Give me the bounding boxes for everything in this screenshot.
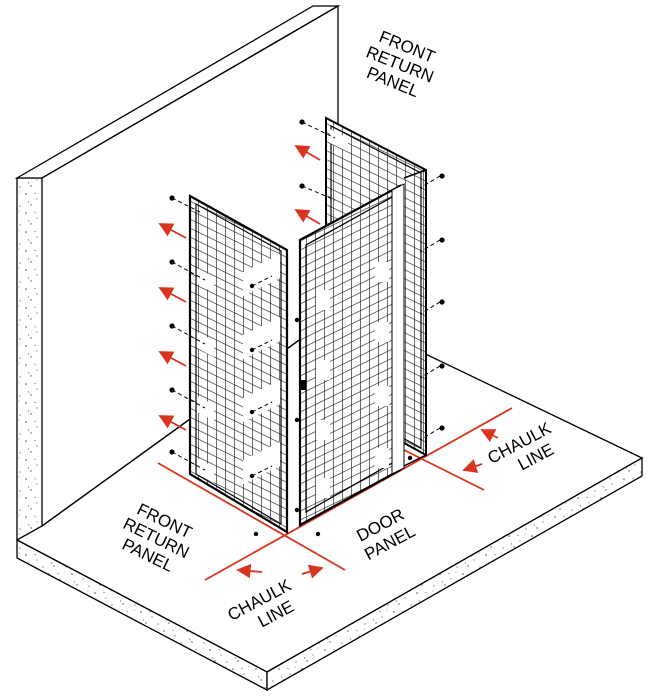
left-front-return-panel: [188, 194, 289, 534]
label-front-return-panel-top: FRONT RETURN PANEL: [364, 27, 438, 101]
label-door-panel: DOOR PANEL: [353, 505, 418, 564]
floor-slab-right-face: [266, 456, 643, 692]
chaulk-line-back: [399, 447, 485, 491]
red-arrows: [158, 145, 499, 579]
wall-top: [14, 5, 341, 179]
door-panel-graphic: [298, 168, 427, 527]
anchor-bolts: [171, 121, 441, 477]
label-chaulk-line-bottom: CHAULK LINE: [225, 575, 298, 631]
chaulk-line-front-left: [157, 462, 346, 571]
wall-edge-face: [16, 177, 43, 542]
label-chaulk-line-right: CHAULK LINE: [485, 418, 558, 474]
bolt-heads: [169, 119, 445, 537]
label-front-return-panel-left: FRONT RETURN PANEL: [119, 500, 195, 576]
